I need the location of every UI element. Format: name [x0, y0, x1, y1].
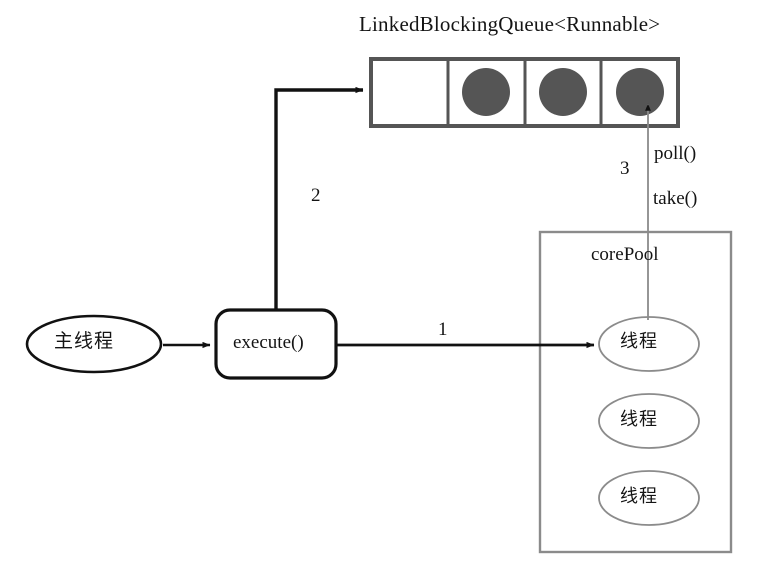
queue-task-circle [616, 68, 664, 116]
core-pool-title: corePool [591, 244, 659, 265]
queue-task-circle [462, 68, 510, 116]
thread-label: 线程 [620, 409, 658, 430]
main-thread-ellipse [25, 314, 163, 374]
thread-ellipse [598, 393, 700, 449]
thread-ellipse [598, 470, 700, 526]
core-pool-box [538, 230, 733, 554]
main-thread-label: 主线程 [54, 330, 115, 352]
thread-label: 线程 [620, 486, 658, 507]
take-method-label: take() [653, 188, 698, 209]
step-3-label: 3 [620, 158, 630, 179]
thread-ellipse [598, 316, 700, 372]
core-pool-border [538, 230, 733, 554]
thread-label: 线程 [620, 331, 658, 352]
queue-title: LinkedBlockingQueue<Runnable> [359, 12, 661, 36]
queue-task-circle [539, 68, 587, 116]
execute-node-label: execute() [233, 332, 304, 353]
queue-box [369, 57, 680, 128]
step-2-label: 2 [311, 185, 321, 206]
arrow-step-2 [274, 86, 364, 310]
step-1-label: 1 [438, 319, 448, 340]
poll-method-label: poll() [654, 143, 697, 164]
